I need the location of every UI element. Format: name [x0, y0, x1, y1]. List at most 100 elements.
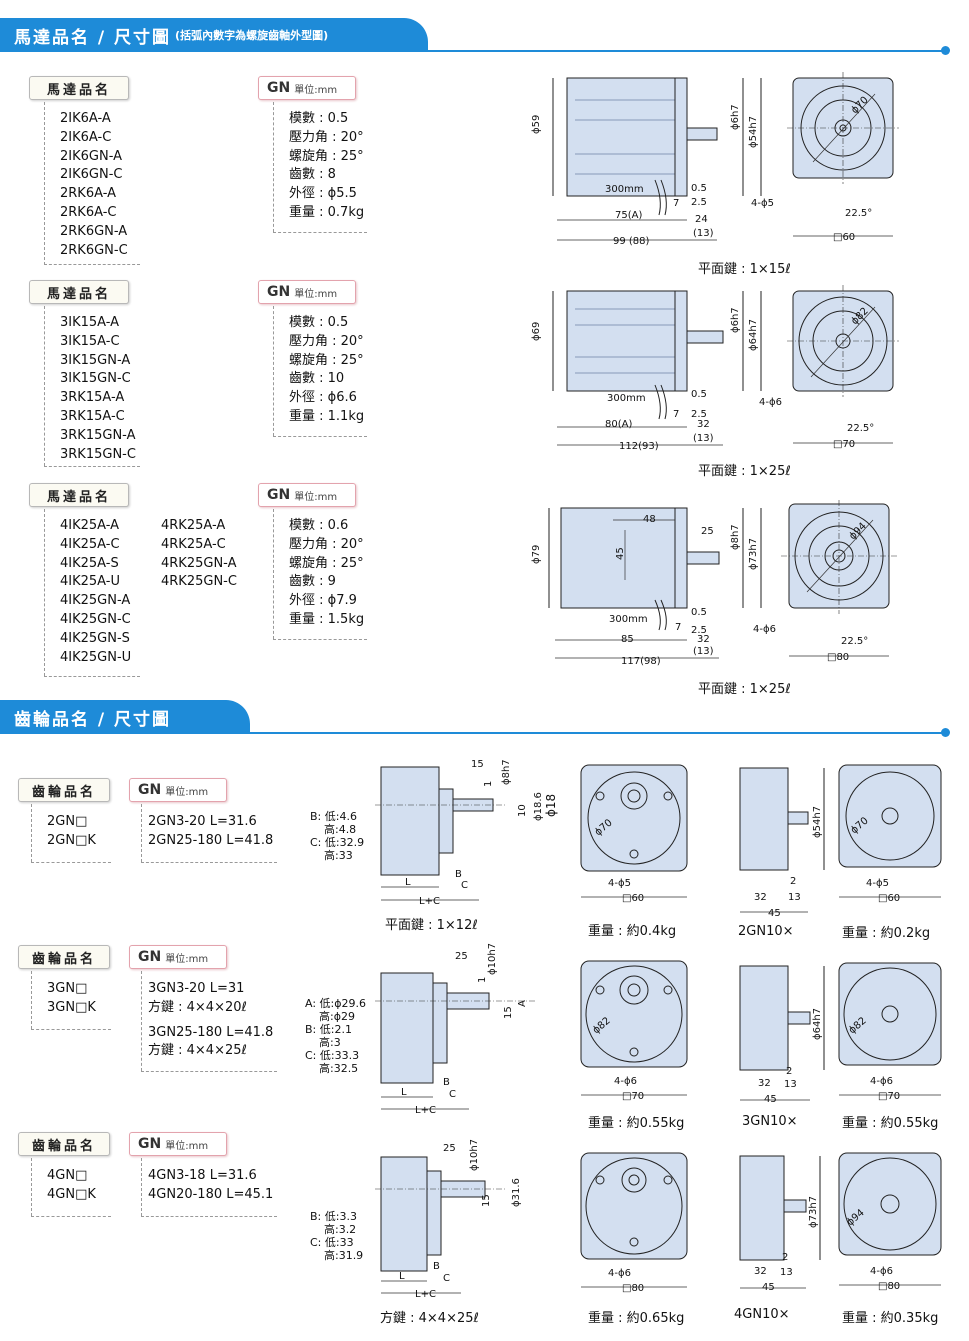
motor-models-3b: 4RK25A-A 4RK25A-C 4RK25GN-A 4RK25GN-C — [161, 517, 237, 592]
spec-item: 壓力角 : 20° — [289, 536, 364, 552]
motor-models-2: 3IK15A-A 3IK15A-C 3IK15GN-A 3IK15GN-C 3R… — [60, 314, 136, 464]
svg-text:32: 32 — [754, 892, 767, 903]
spec-item: 3GN3-20 L=31 — [148, 981, 245, 996]
svg-text:□70: □70 — [622, 1091, 644, 1102]
motor-caption-3: 平面鍵 : 1×25ℓ — [698, 682, 791, 697]
svg-text:80(A): 80(A) — [605, 419, 632, 430]
svg-text:(13): (13) — [693, 433, 714, 444]
gear-weight-1: 重量 : 約0.4kg — [588, 924, 677, 939]
list-item: 2RK6GN-C — [60, 242, 128, 258]
svg-text:ϕ69: ϕ69 — [531, 322, 542, 341]
spec-item: 模數 : 0.5 — [289, 111, 349, 126]
svg-text:4-ϕ6: 4-ϕ6 — [614, 1076, 637, 1087]
list-item: 4GN□ — [47, 1168, 88, 1183]
decimal-gear-caption-1: 2GN10× — [738, 924, 794, 939]
gear-note-1: B: 低:4.6 高:4.8 C: 低:32.9 高:33 — [310, 810, 365, 862]
list-item: 2GN□ — [47, 814, 88, 829]
motor-specs-2: 模數 : 0.5 壓力角 : 20° 螺旋角 : 25° 齒數 : 10 外徑 … — [289, 314, 364, 427]
gear-front-3: 4-ϕ6 □80 — [580, 1152, 688, 1294]
gear-front-1: ϕ70 4-ϕ5 □60 — [580, 764, 688, 904]
gear-names-2: 3GN□ 3GN□K — [47, 980, 96, 1018]
svg-text:7: 7 — [673, 409, 679, 420]
svg-text:□80: □80 — [622, 1283, 644, 1294]
spec-item: 齒數 : 10 — [289, 371, 345, 387]
svg-text:4-ϕ5: 4-ϕ5 — [608, 878, 631, 889]
list-item: 4RK25GN-C — [161, 574, 237, 590]
svg-text:ϕ6h7: ϕ6h7 — [730, 104, 741, 130]
svg-text:13: 13 — [784, 1079, 797, 1090]
gn-unit-label: GN 單位:mm — [258, 280, 356, 304]
motor-models-3a: 4IK25A-A 4IK25A-C 4IK25A-S 4IK25A-U 4IK2… — [60, 517, 131, 667]
gn-unit-label: GN 單位:mm — [258, 76, 356, 100]
svg-text:32: 32 — [697, 634, 710, 645]
motor-models-1: 2IK6A-A 2IK6A-C 2IK6GN-A 2IK6GN-C 2RK6A-… — [60, 110, 128, 260]
svg-text:25: 25 — [443, 1143, 456, 1154]
section2-rule-dot — [941, 728, 950, 737]
spec-item: 2GN25-180 L=41.8 — [148, 832, 274, 848]
svg-text:4-ϕ6: 4-ϕ6 — [759, 397, 782, 408]
svg-text:ϕ10h7: ϕ10h7 — [469, 1139, 480, 1171]
svg-text:2.5: 2.5 — [691, 625, 707, 636]
svg-text:13: 13 — [780, 1267, 793, 1278]
spec-item: 外徑 : ϕ5.5 — [289, 186, 357, 202]
decimal-gear-caption-3: 4GN10× — [734, 1307, 790, 1322]
svg-text:ϕ31.6: ϕ31.6 — [511, 1178, 522, 1207]
motor-drawing-3: 48 45 25 ϕ79 ϕ8h7 ϕ73h7 300mm 0.5 7 2.5 … — [531, 500, 899, 667]
svg-text:ϕ73h7: ϕ73h7 — [808, 1196, 819, 1228]
svg-text:22.5°: 22.5° — [847, 423, 874, 434]
svg-text:2: 2 — [782, 1252, 788, 1263]
gear-weight-2: 重量 : 約0.55kg — [588, 1116, 685, 1131]
list-item: 4IK25A-C — [60, 536, 120, 552]
svg-text:□70: □70 — [878, 1091, 900, 1102]
decimal-gear-front-2: ϕ82 4-ϕ6 □70 — [838, 962, 942, 1102]
svg-text:45: 45 — [764, 1094, 777, 1105]
list-item: 4IK25A-U — [60, 574, 120, 590]
svg-text:C: C — [461, 880, 468, 891]
svg-text:L: L — [399, 1271, 405, 1282]
decimal-gear-side-3: ϕ73h7 2 32 13 45 — [739, 1155, 821, 1293]
gear-caption-3: 方鍵 : 4×4×25ℓ — [380, 1311, 479, 1326]
svg-text:2: 2 — [786, 1066, 792, 1077]
gn-unit-label: GN 單位:mm — [129, 945, 227, 969]
gear-specs-1: 2GN3-20 L=31.6 2GN25-180 L=41.8 — [148, 813, 273, 851]
svg-text:ϕ6h7: ϕ6h7 — [730, 307, 741, 333]
svg-text:0.5: 0.5 — [691, 183, 707, 194]
list-item: 3IK15GN-C — [60, 371, 131, 387]
list-item: 2IK6A-A — [60, 111, 111, 126]
spec-item: 重量 : 1.1kg — [289, 408, 365, 424]
spec-item: 齒數 : 8 — [289, 167, 336, 183]
svg-text:15: 15 — [471, 759, 484, 770]
list-item: 4IK25GN-C — [60, 611, 131, 627]
list-item: 4RK25GN-A — [161, 555, 237, 571]
svg-text:22.5°: 22.5° — [845, 208, 872, 219]
svg-text:L: L — [401, 1087, 407, 1098]
spec-item: 3GN25-180 L=41.8 — [148, 1024, 274, 1040]
list-item: 4RK25A-A — [161, 518, 226, 533]
svg-text:0.5: 0.5 — [691, 389, 707, 400]
decimal-gear-front-3: ϕ94 4-ϕ6 □80 — [838, 1152, 942, 1292]
gn-unit-label: GN 單位:mm — [129, 778, 227, 802]
list-item: 2RK6GN-A — [60, 223, 128, 239]
decimal-gear-side-2: ϕ64h7 2 32 13 45 — [739, 965, 825, 1105]
svg-text:(13): (13) — [693, 228, 714, 239]
svg-text:13: 13 — [788, 892, 801, 903]
svg-text:22.5°: 22.5° — [841, 636, 868, 647]
svg-text:1: 1 — [483, 781, 494, 787]
section2-banner: 齒輪品名 / 尺寸圖 — [0, 700, 250, 734]
motor-drawing-2: ϕ69 ϕ6h7 ϕ64h7 300mm 0.5 7 2.5 80(A) 32 … — [531, 285, 899, 452]
list-item: 3IK15GN-A — [60, 352, 131, 368]
spec-item: 齒數 : 9 — [289, 574, 336, 590]
list-item: 4IK25A-A — [60, 518, 120, 533]
list-item: 4IK25GN-S — [60, 630, 130, 646]
svg-text:7: 7 — [675, 622, 681, 633]
motor-drawing-1: ϕ59 ϕ6h7 ϕ54h7 300mm 0.5 7 2.5 75(A) 24 … — [531, 72, 899, 247]
svg-text:B: B — [433, 1261, 440, 1272]
spec-item: 方鍵 : 4×4×25ℓ — [148, 1043, 247, 1059]
spec-item: 外徑 : ϕ6.6 — [289, 390, 357, 406]
gear-specs-3: 4GN3-18 L=31.6 4GN20-180 L=45.1 — [148, 1167, 273, 1205]
svg-text:32: 32 — [754, 1266, 767, 1277]
svg-text:ϕ64h7: ϕ64h7 — [812, 1008, 823, 1040]
svg-text:B: B — [443, 1077, 450, 1088]
svg-text:B: B — [455, 869, 462, 880]
svg-text:7: 7 — [673, 198, 679, 209]
